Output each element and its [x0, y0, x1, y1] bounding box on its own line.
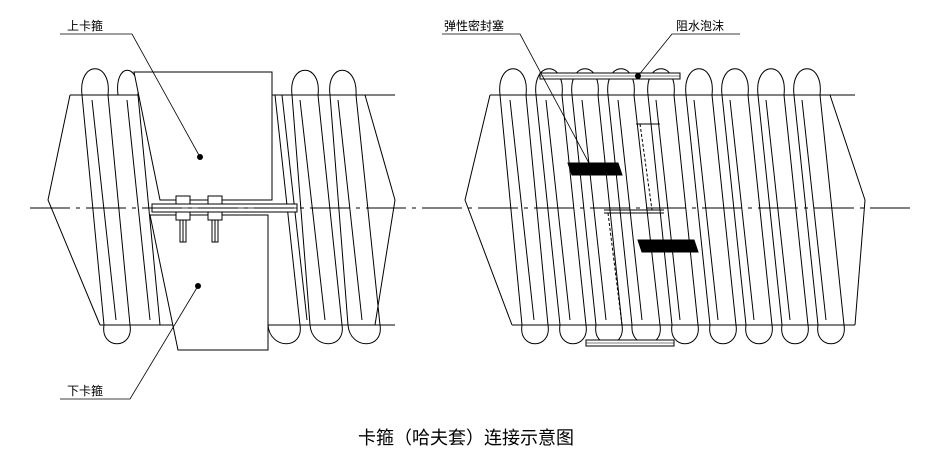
clamp-bolts — [175, 195, 223, 243]
elastic-seal-plug-lower — [637, 239, 699, 253]
left-pipe-right-profile — [364, 94, 396, 326]
diagram-caption: 卡箍（哈夫套）连接示意图 — [358, 428, 574, 449]
bolt-nut-1-bottom — [175, 211, 191, 221]
bolt-nut-1-top — [175, 195, 191, 205]
right-pipe-assembly — [464, 68, 866, 347]
bolt-nut-2-top — [207, 195, 223, 205]
lower-clamp-half — [149, 214, 269, 351]
right-pipe-right-profile — [829, 94, 866, 326]
elastic-seal-plug-upper — [567, 162, 623, 176]
left-pipe-assembly — [47, 68, 396, 351]
water-foam-label: 阻水泡沫 — [676, 19, 724, 33]
upper-clamp-half — [133, 71, 273, 201]
leader-lower-clamp — [60, 285, 199, 400]
right-pipe-ribs — [499, 68, 845, 345]
bolt-nut-2-bottom — [207, 211, 223, 221]
leader-elastic-seal — [442, 33, 591, 166]
leader-lines — [60, 33, 740, 400]
left-pipe-end-profile — [47, 94, 101, 326]
upper-clamp-label: 上卡箍 — [67, 18, 103, 33]
lower-clamp-label: 下卡箍 — [67, 383, 103, 398]
elastic-seal-label: 弹性密封塞 — [444, 18, 504, 33]
left-pipe-ribs-right — [267, 69, 381, 345]
right-pipe-left-profile — [464, 94, 513, 326]
pipe-joint-gap — [604, 123, 664, 326]
left-pipe-ribs-left — [81, 68, 161, 345]
leader-water-foam — [637, 33, 740, 77]
leader-upper-clamp — [60, 33, 201, 158]
